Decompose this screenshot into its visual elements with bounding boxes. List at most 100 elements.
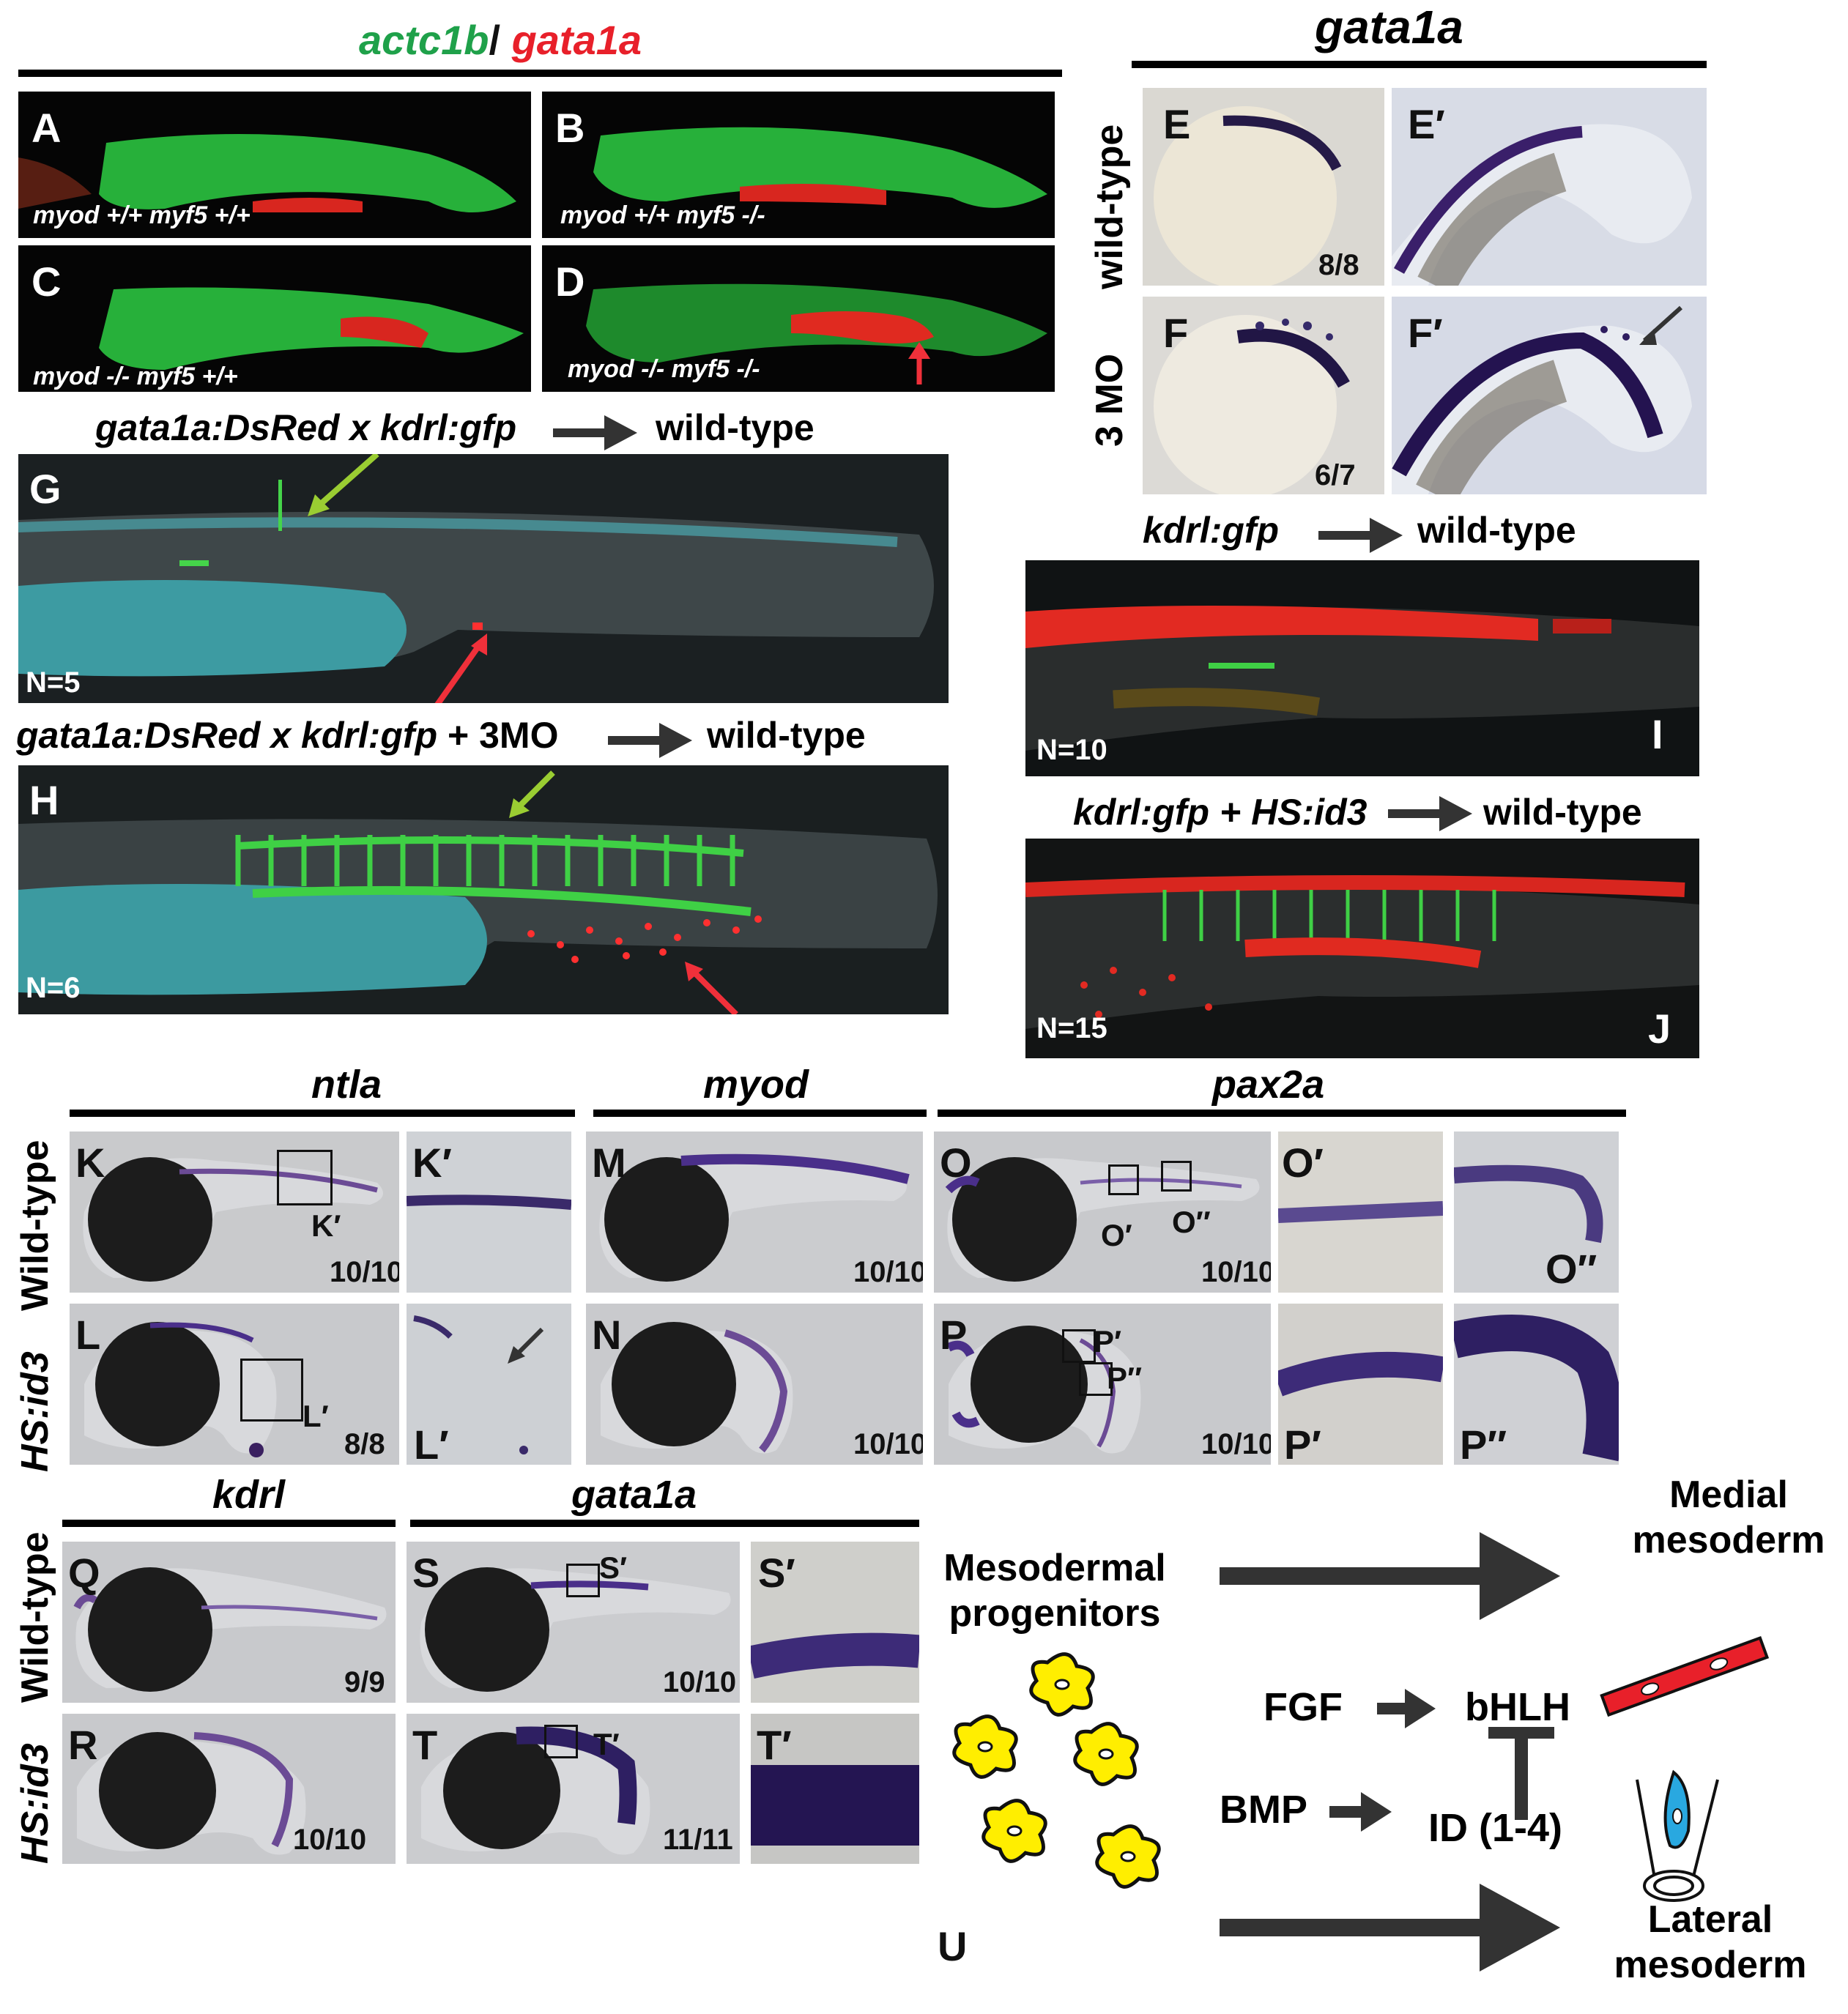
transplant-host-i: wild-type: [1417, 510, 1576, 551]
embryo-image-f: [1154, 315, 1350, 494]
n-label-j: N=15: [1036, 1012, 1107, 1044]
embryo-image-e: [1154, 106, 1342, 286]
header-bar-ad: [18, 70, 1062, 77]
panel-letter-o-prime: O′: [1282, 1140, 1324, 1186]
panel-letter-i: I: [1652, 711, 1663, 757]
transplant-arrow-h: [608, 723, 692, 758]
panel-t: T′ T 11/11: [407, 1714, 740, 1864]
panel-k: K′ K 10/10: [70, 1132, 399, 1293]
transplant-host-g: wild-type: [656, 407, 814, 448]
arrow-bmp-id: [1329, 1806, 1362, 1818]
embryo-image-d: [586, 283, 1047, 384]
embryo-image-q: [73, 1567, 387, 1692]
panel-e-prime: E′: [1392, 88, 1707, 286]
panel-letter-f-prime: F′: [1408, 310, 1443, 356]
arrow-to-lateral: [1220, 1919, 1483, 1936]
panel-letter-e: E: [1163, 101, 1191, 147]
panel-q: Q 9/9: [62, 1542, 396, 1703]
zoom-box-s: [566, 1564, 600, 1597]
transplant-donor-j: kdrl:gfp + HS:id3: [1073, 792, 1368, 833]
panel-letter-p-double-prime: P″: [1460, 1422, 1507, 1465]
panel-letter-a: A: [31, 105, 62, 151]
transplant-donor-i: kdrl:gfp: [1143, 510, 1280, 551]
embryo-image-c: [99, 287, 524, 370]
zoom-label-l: L′: [303, 1399, 329, 1433]
bar-kdrl: [62, 1520, 396, 1527]
ratio-r: 10/10: [293, 1824, 367, 1856]
transplant-host-h: wild-type: [707, 715, 866, 756]
panel-i: N=10 I: [1025, 560, 1699, 776]
transplant-arrow-g: [553, 415, 637, 450]
gene-label-ntla: ntla: [311, 1063, 382, 1107]
zoom-box-k: [277, 1150, 333, 1205]
ratio-e: 8/8: [1318, 249, 1359, 281]
embryo-image-i: [1025, 606, 1699, 751]
arrow-fgf-bhlh-head: [1405, 1689, 1436, 1728]
embryo-image-f-prime: [1392, 305, 1692, 494]
gene-label-kdrl: kdrl: [212, 1473, 286, 1517]
zoom-label-o2: O″: [1172, 1205, 1211, 1239]
panel-l-prime: L′: [407, 1304, 571, 1465]
label-lateral-mesoderm: Lateral mesoderm: [1614, 1898, 1807, 1986]
gene-label-pax2a: pax2a: [1212, 1063, 1325, 1107]
panel-k-prime: K′: [407, 1132, 571, 1293]
panel-letter-p-prime: P′: [1284, 1422, 1321, 1465]
row-label-wild-type-kp: Wild-type: [14, 1140, 56, 1311]
panel-t-prime: T′: [751, 1714, 919, 1864]
embryo-image-k-prime: [407, 1194, 571, 1210]
panel-e: E 8/8: [1143, 88, 1384, 286]
panel-letter-c: C: [31, 259, 62, 305]
panel-j: N=15 J: [1025, 839, 1699, 1058]
panel-letter-k-prime: K′: [412, 1140, 452, 1186]
panel-a: A myod +/+ myf5 +/+: [18, 92, 531, 238]
bar-gata1a: [410, 1520, 919, 1527]
panel-b: B myod +/+ myf5 -/-: [542, 92, 1055, 238]
gene-label-gata1a-qt: gata1a: [571, 1473, 697, 1517]
panel-s-prime: S′: [751, 1542, 919, 1703]
embryo-image-o-prime: [1278, 1201, 1443, 1223]
embryo-image-p-prime: [1278, 1351, 1443, 1397]
panel-letter-g: G: [29, 466, 62, 512]
panel-letter-l: L: [75, 1312, 101, 1358]
panel-letter-o-double-prime: O″: [1545, 1246, 1597, 1292]
arrow-to-medial-head: [1480, 1532, 1560, 1620]
zoom-box-l: [240, 1359, 303, 1422]
embryo-image-m: [599, 1153, 910, 1282]
embryo-image-t: [421, 1726, 650, 1855]
embryo-image-l: [84, 1322, 277, 1457]
zoom-box-p1: [1062, 1329, 1096, 1363]
embryo-image-l-prime: [413, 1315, 544, 1454]
zoom-box-o2: [1161, 1161, 1192, 1192]
zoom-label-t: T′: [593, 1727, 620, 1761]
n-label-g: N=5: [26, 666, 81, 699]
zoom-box-t: [544, 1725, 578, 1758]
n-label-h: N=6: [26, 972, 81, 1004]
embryo-image-o: [945, 1157, 1260, 1282]
arrow-to-medial: [1220, 1567, 1483, 1585]
label-id: ID (1-4): [1428, 1806, 1563, 1850]
ratio-m: 10/10: [853, 1256, 923, 1288]
embryo-image-o-double-prime: [1454, 1164, 1603, 1244]
header-gene-gata1a: gata1a: [1315, 1, 1463, 53]
zoom-label-p2: P″: [1107, 1361, 1143, 1395]
ratio-s: 10/10: [663, 1666, 737, 1698]
ratio-t: 11/11: [663, 1824, 733, 1856]
row-label-wild-type-qt: Wild-type: [14, 1531, 56, 1703]
panel-c: C myod -/- myf5 +/+: [18, 245, 531, 392]
arrow-to-lateral-head: [1480, 1884, 1560, 1972]
bar-ntla: [70, 1110, 575, 1117]
label-mesodermal-progenitors: Mesodermal progenitors: [943, 1547, 1166, 1635]
panel-letter-s: S: [412, 1550, 440, 1596]
inhibition-bar: [1488, 1727, 1554, 1739]
panel-d: D myod -/- myf5 -/-: [542, 245, 1055, 392]
panel-letter-m: M: [592, 1140, 626, 1186]
panel-letter-p: P: [940, 1312, 968, 1358]
panel-o-prime: O′: [1278, 1132, 1443, 1293]
label-fgf: FGF: [1263, 1685, 1343, 1729]
embryo-image-p-double-prime: [1454, 1315, 1619, 1462]
row-label-3mo: 3 MO: [1088, 353, 1131, 447]
panel-letter-u: U: [938, 1923, 968, 1969]
panel-letter-b: B: [555, 105, 585, 151]
embryo-image-s-prime: [751, 1632, 919, 1679]
panel-p-prime: P′: [1278, 1304, 1443, 1465]
